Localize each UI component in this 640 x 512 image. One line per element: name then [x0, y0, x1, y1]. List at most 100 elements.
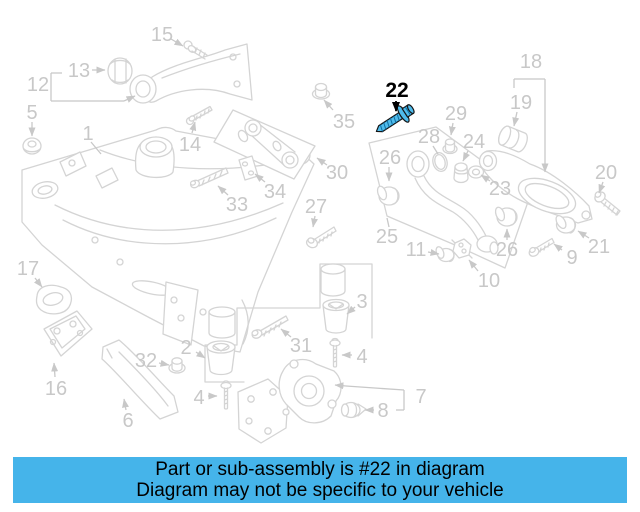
- callout-arrow-12: [123, 95, 136, 103]
- callout-label-7: 7: [415, 386, 426, 408]
- callout-label-35: 35: [333, 111, 355, 133]
- bolt-33-art: [189, 167, 229, 189]
- knuckle-art: [237, 358, 342, 444]
- toe-link-box-art: [213, 109, 316, 180]
- callout-label-10: 10: [478, 270, 500, 292]
- callout-arrow-7: [334, 382, 347, 390]
- bolt-27-art: [305, 226, 337, 249]
- callout-arrow-30: [316, 157, 328, 166]
- callout-arrow-15: [170, 38, 184, 47]
- bushing-8-art: [340, 401, 367, 419]
- bushing-21-art: [555, 214, 577, 234]
- control-arm-18-art: [478, 149, 593, 224]
- callout-label-12: 12: [27, 74, 49, 96]
- callout-label-31: 31: [290, 335, 312, 357]
- highlighted-bolt-22: [375, 104, 415, 133]
- callout-arrow-33: [217, 185, 229, 196]
- trailing-arm-art: [129, 43, 253, 104]
- callout-label-26: 26: [379, 147, 401, 169]
- callout-label-2: 2: [180, 337, 191, 359]
- callout-label-25: 25: [376, 226, 398, 248]
- banner-line-1: Part or sub-assembly is #22 in diagram: [155, 459, 485, 480]
- callout-arrow-9: [553, 243, 563, 252]
- callout-label-22: 22: [385, 79, 408, 102]
- callout-arrow-24: [462, 150, 470, 162]
- callout-arrow-17: [34, 277, 43, 288]
- nut-29-art: [442, 138, 458, 155]
- callout-label-8: 8: [377, 400, 388, 422]
- bolt-15-art: [183, 40, 208, 60]
- callout-label-30: 30: [326, 162, 348, 184]
- bracket-16-art: [43, 310, 93, 357]
- washer-23-art: [467, 165, 485, 179]
- stepped-inset-art: [204, 263, 373, 383]
- callout-label-11: 11: [406, 239, 427, 261]
- callout-label-15: 15: [151, 24, 173, 46]
- callout-arrow-21: [577, 230, 590, 239]
- callout-arrow-14: [189, 121, 197, 134]
- callout-label-18: 18: [520, 51, 542, 73]
- callout-arrow-11: [427, 249, 440, 256]
- callout-label-5: 5: [26, 102, 37, 124]
- callout-arrow-35: [323, 99, 334, 111]
- callout-label-29: 29: [445, 103, 467, 125]
- bolt-31-art: [251, 315, 289, 339]
- callout-label-9: 9: [566, 247, 577, 269]
- bolt-4-left-art: [220, 380, 232, 410]
- callout-label-24: 24: [463, 131, 485, 153]
- callout-arrow-3: [346, 305, 356, 315]
- callout-arrow-20: [598, 181, 606, 194]
- callout-leader-7: [345, 385, 405, 391]
- callout-label-4: 4: [193, 387, 204, 409]
- highlight-banner: Part or sub-assembly is #22 in diagram D…: [13, 457, 627, 503]
- callout-label-6: 6: [122, 410, 133, 432]
- callout-label-34: 34: [264, 181, 286, 203]
- callout-label-4: 4: [356, 346, 367, 368]
- callout-arrow-2: [195, 350, 206, 359]
- bolt-4-right-art: [329, 337, 341, 368]
- callout-leader-28: [432, 145, 439, 155]
- callout-arrow-29: [448, 122, 456, 136]
- callout-label-23: 23: [489, 178, 511, 200]
- bolt-20-art: [594, 191, 621, 216]
- callout-arrow-34: [254, 173, 266, 183]
- callout-arrow-19: [512, 111, 520, 127]
- callout-label-19: 19: [510, 92, 532, 114]
- callout-label-1: 1: [82, 123, 93, 145]
- callout-label-13: 13: [68, 60, 90, 82]
- callout-arrow-31: [280, 328, 292, 338]
- callout-label-17: 17: [17, 258, 39, 280]
- upper-link-box-art: [368, 126, 531, 269]
- bolt-9-art: [528, 237, 555, 257]
- callout-label-16: 16: [45, 378, 67, 400]
- bushing-24-art: [453, 162, 469, 184]
- callout-label-21: 21: [588, 236, 610, 258]
- nut-35-art: [311, 82, 331, 100]
- bolt-14-art: [185, 105, 213, 126]
- bushing-13-art: [107, 57, 133, 85]
- callout-arrow-27: [311, 215, 318, 228]
- callout-label-26: 26: [496, 239, 518, 261]
- sleeve-bushing-2-art: [206, 306, 236, 376]
- callout-label-33: 33: [226, 194, 248, 216]
- banner-line-2: Diagram may not be specific to your vehi…: [136, 480, 504, 501]
- callout-label-27: 27: [305, 196, 327, 218]
- pad-17-art: [35, 284, 73, 315]
- grommet-5-art: [22, 137, 42, 155]
- bushing-19-art: [498, 125, 528, 153]
- callout-leader-25: [386, 217, 390, 228]
- callout-leader-1: [90, 141, 102, 155]
- callout-arrow-16: [51, 362, 59, 378]
- nut-32-art: [168, 357, 186, 374]
- callout-arrow-6: [122, 398, 129, 411]
- callout-label-14: 14: [179, 134, 201, 156]
- callout-arrow-32: [158, 359, 170, 367]
- sleeve-bushing-3-art: [320, 263, 350, 334]
- callout-label-3: 3: [356, 291, 367, 313]
- callout-arrow-23: [480, 174, 491, 183]
- callout-label-32: 32: [135, 350, 157, 372]
- callout-arrow-10: [468, 259, 479, 272]
